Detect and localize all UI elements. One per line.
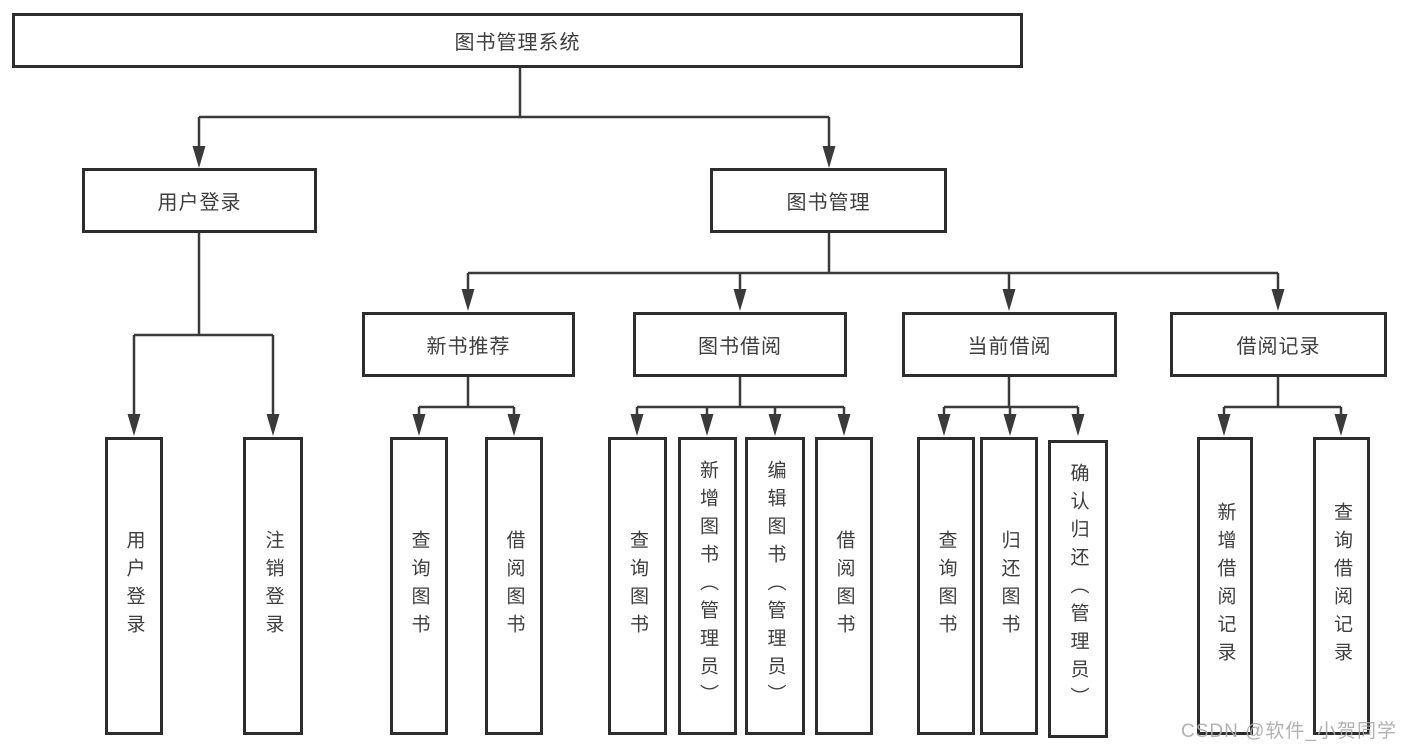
leaf-add-books-admin: 新增图书（管理员） [678, 437, 737, 735]
node-label: 图书管理 [786, 192, 871, 214]
node-borrowing-records: 借阅记录 [1170, 312, 1387, 377]
leaf-add-borrow-record: 新增借阅记录 [1197, 437, 1253, 735]
leaf-query-borrow-record: 查询借阅记录 [1313, 437, 1370, 735]
leaf-current-query-books: 查询图书 [917, 437, 975, 735]
node-label: 查询图书 [935, 530, 957, 642]
node-label: 查询图书 [408, 530, 430, 642]
node-label: 注销登录 [262, 530, 284, 642]
leaf-return-books: 归还图书 [980, 437, 1038, 735]
node-label: 新书推荐 [426, 336, 511, 358]
leaf-rec-query-books: 查询图书 [390, 437, 448, 735]
leaf-confirm-return-admin: 确认归还（管理员） [1048, 440, 1108, 738]
node-label: 借阅图书 [833, 530, 855, 642]
node-book-borrowing: 图书借阅 [633, 312, 847, 377]
node-label: 用户登录 [123, 530, 145, 642]
leaf-rec-borrow-books: 借阅图书 [485, 437, 543, 735]
node-label: 用户登录 [157, 192, 242, 214]
leaf-borrow-books: 借阅图书 [815, 437, 873, 735]
node-label: 查询图书 [627, 530, 648, 642]
node-label: 图书借阅 [698, 336, 782, 358]
leaf-logout: 注销登录 [243, 437, 303, 735]
node-label: 借阅图书 [503, 530, 525, 642]
node-label: 编辑图书（管理员） [764, 460, 786, 712]
csdn-watermark: CSDN @软件_小贺同学 [1181, 721, 1397, 742]
node-label: 图书管理系统 [454, 32, 581, 54]
leaf-user-login: 用户登录 [105, 437, 163, 735]
leaf-edit-books-admin: 编辑图书（管理员） [745, 437, 805, 735]
node-library-management-system: 图书管理系统 [12, 13, 1023, 68]
leaf-borrow-query-books: 查询图书 [608, 437, 667, 735]
node-user-login: 用户登录 [82, 168, 317, 233]
node-label: 借阅记录 [1236, 336, 1321, 358]
node-new-book-recommendation: 新书推荐 [362, 312, 575, 377]
node-book-management: 图书管理 [710, 168, 947, 233]
node-current-borrowing: 当前借阅 [902, 312, 1117, 377]
node-label: 归还图书 [998, 530, 1020, 642]
node-label: 确认归还（管理员） [1067, 463, 1089, 715]
node-label: 查询借阅记录 [1331, 502, 1352, 670]
node-label: 新增图书（管理员） [697, 460, 718, 712]
node-label: 新增借阅记录 [1214, 502, 1236, 670]
node-label: 当前借阅 [967, 336, 1052, 358]
